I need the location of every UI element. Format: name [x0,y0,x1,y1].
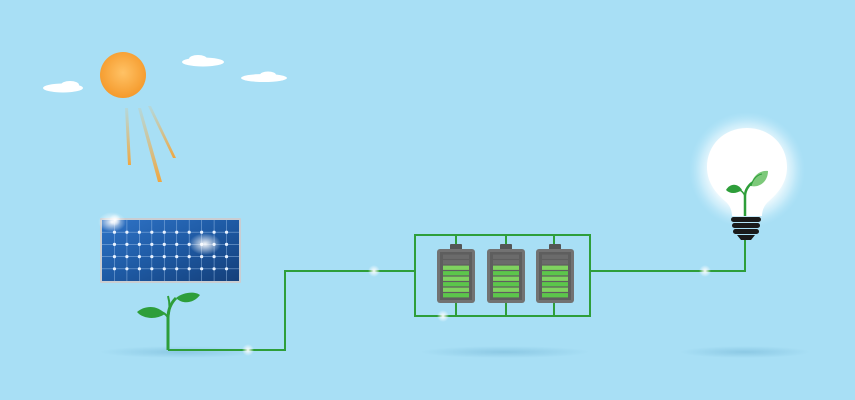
leaf [176,292,200,303]
panel-cell-dot [175,255,179,259]
panel-cell-dot [175,267,179,271]
battery-charge-bar [493,282,519,287]
panel-cell-dot [162,267,166,271]
panel-cell-dot [112,267,117,271]
spark-glint [109,214,121,226]
spark-glint [242,344,254,356]
battery-charge-bar [493,271,519,276]
panel-cell-dot [224,230,229,234]
spark-group [109,214,711,356]
battery-icon [487,244,525,303]
battery-charge-bar [443,265,469,270]
panel-cell-dot [212,230,216,234]
panel-cell-dot [162,242,166,246]
battery-charge-bar [493,254,519,259]
battery-charge-bar [493,287,519,292]
battery-shadow [420,346,590,358]
battery-charge-bar [443,260,469,265]
battery-charge-bar [542,287,568,292]
bulb-shadow [680,346,810,358]
panel-cell-dot [125,242,129,246]
battery-charge-bar [443,287,469,292]
battery-charge-bar [493,260,519,265]
panel-cell-dot [212,255,216,259]
battery-charge-bar [542,265,568,270]
battery-icon [437,244,475,303]
panel-cell-dot [137,230,141,234]
panel-cell-dot [112,242,117,246]
battery-charge-bar [542,282,568,287]
panel-cell-dot [112,255,117,259]
sun-ray [125,108,131,165]
leaf [751,170,768,187]
spark-glint [368,265,380,277]
spark-glint [699,265,711,277]
panel-cell-dot [125,267,129,271]
cloud-icon [182,55,224,67]
panel-shadow [100,346,260,358]
sun-ray [138,108,162,182]
battery-charge-bar [443,293,469,298]
panel-cell-dot [175,230,179,234]
battery-charge-bar [542,293,568,298]
panel-cell-dot [162,230,166,234]
panel-cell-dot [200,267,204,271]
spark-glint [437,310,449,322]
panel-cell-dot [224,242,229,246]
panel-cell-dot [137,267,141,271]
battery-charge-bar [443,276,469,281]
panel-cell-dot [200,255,204,259]
leaf [726,184,742,193]
battery-charge-bar [493,293,519,298]
panel-cell-dot [150,242,154,246]
sun-ray [148,106,176,158]
panel-cell-dot [150,255,154,259]
panel-cell-dot [187,267,191,271]
panel-cell-dot [150,267,154,271]
panel-cell-dot [137,242,141,246]
battery-charge-bar [542,254,568,259]
panel-cell-dot [125,255,129,259]
battery-charge-bar [542,276,568,281]
panel-cell-dot [224,267,229,271]
panel-cell-dot [125,230,129,234]
battery-charge-bar [542,260,568,265]
plant-icon [726,170,768,216]
battery-bank [437,244,574,303]
light-bulb-icon [689,112,805,240]
panel-cell-dot [212,267,216,271]
battery-charge-bar [493,265,519,270]
panel-cell-dot [224,255,229,259]
battery-charge-bar [443,254,469,259]
cloud-icon [241,71,287,82]
panel-cell-dot [200,230,204,234]
sun-icon [100,52,176,182]
battery-charge-bar [443,282,469,287]
battery-charge-bar [542,271,568,276]
battery-charge-bar [443,271,469,276]
plant-icon [137,292,200,350]
cloud-icon [43,81,83,93]
panel-cell-dot [187,230,191,234]
bulb-base [731,217,761,240]
panel-cell-dot [175,242,179,246]
leaf [137,306,165,318]
panel-cell-dot [137,255,141,259]
battery-icon [536,244,574,303]
panel-cell-dot [187,255,191,259]
panel-cell-dot [162,255,166,259]
panel-cell-dot [150,230,154,234]
battery-charge-bar [493,276,519,281]
solar-panel-icon [98,212,241,283]
